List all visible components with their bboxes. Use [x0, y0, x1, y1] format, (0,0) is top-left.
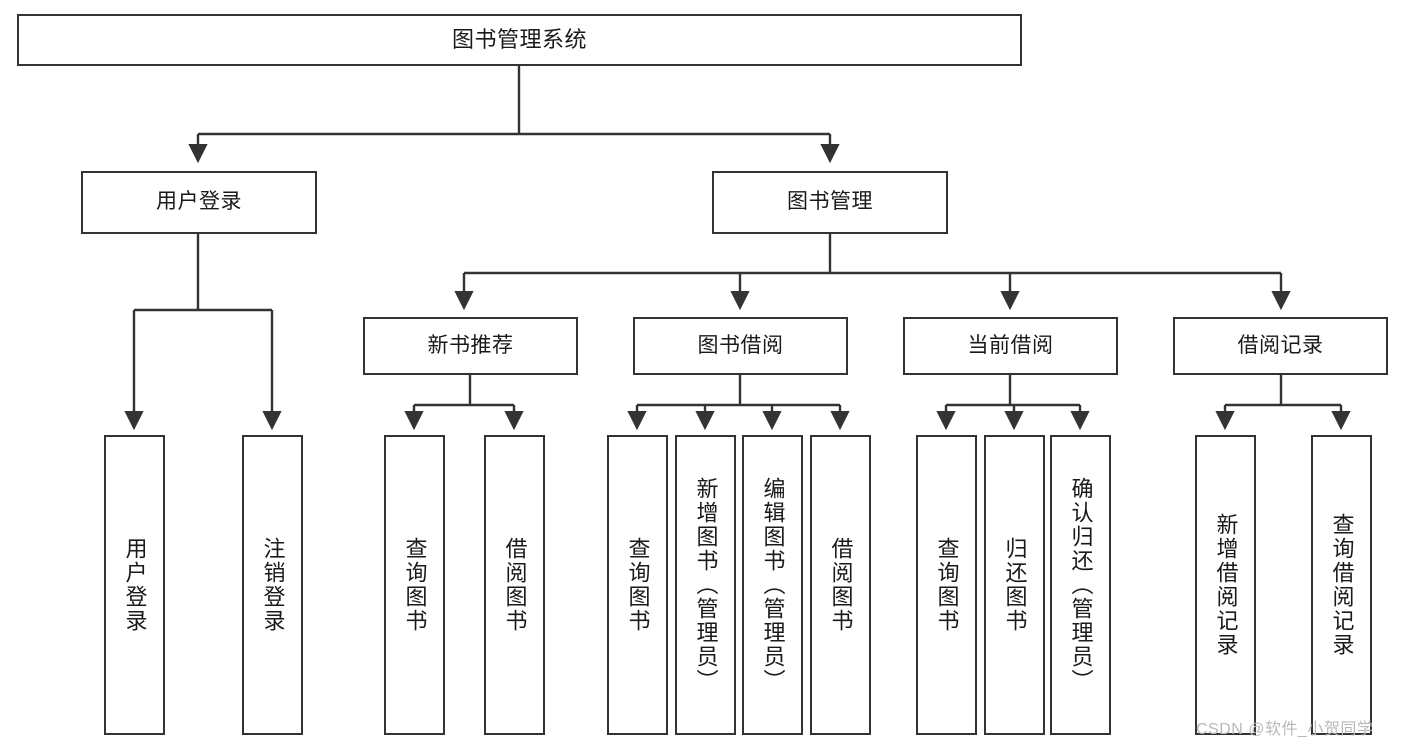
leaf-add-borrow-record[interactable]: 新增借阅记录	[1195, 435, 1256, 735]
leaf-borrow-book-recommend[interactable]: 借阅图书	[484, 435, 545, 735]
leaf-borrow-book[interactable]: 借阅图书	[810, 435, 871, 735]
node-label: 新增图书（管理员）	[693, 477, 719, 693]
node-label: 用户登录	[122, 537, 148, 633]
leaf-query-book-recommend[interactable]: 查询图书	[384, 435, 445, 735]
leaf-edit-book-admin[interactable]: 编辑图书（管理员）	[742, 435, 803, 735]
node-label: 新书推荐	[427, 333, 514, 357]
node-label: 用户登录	[156, 190, 242, 214]
node-label: 编辑图书（管理员）	[760, 477, 786, 693]
node-label: 查询图书	[402, 537, 428, 633]
node-label: 注销登录	[260, 537, 286, 633]
node-book-borrow[interactable]: 图书借阅	[633, 317, 848, 375]
node-label: 查询图书	[934, 537, 960, 633]
node-label: 图书管理系统	[451, 27, 587, 53]
leaf-add-book-admin[interactable]: 新增图书（管理员）	[675, 435, 736, 735]
leaf-query-book-borrow[interactable]: 查询图书	[607, 435, 668, 735]
node-new-book-recommend[interactable]: 新书推荐	[363, 317, 578, 375]
leaf-user-login[interactable]: 用户登录	[104, 435, 165, 735]
node-label: 查询图书	[625, 537, 651, 633]
leaf-logout[interactable]: 注销登录	[242, 435, 303, 735]
node-user-login[interactable]: 用户登录	[81, 171, 317, 234]
node-system-root[interactable]: 图书管理系统	[17, 14, 1022, 66]
node-label: 图书借阅	[697, 333, 784, 357]
leaf-confirm-return-admin[interactable]: 确认归还（管理员）	[1050, 435, 1111, 735]
node-label: 新增借阅记录	[1213, 513, 1239, 657]
leaf-query-borrow-record[interactable]: 查询借阅记录	[1311, 435, 1372, 735]
node-current-borrow[interactable]: 当前借阅	[903, 317, 1118, 375]
node-borrow-record[interactable]: 借阅记录	[1173, 317, 1388, 375]
node-label: 当前借阅	[967, 333, 1054, 357]
node-label: 图书管理	[787, 190, 873, 214]
watermark-text: CSDN @软件_小贺同学	[1196, 721, 1374, 738]
node-label: 借阅记录	[1237, 333, 1324, 357]
node-book-management[interactable]: 图书管理	[712, 171, 948, 234]
node-label: 借阅图书	[828, 537, 854, 633]
node-label: 确认归还（管理员）	[1068, 477, 1094, 693]
node-label: 归还图书	[1002, 537, 1028, 633]
node-label: 查询借阅记录	[1329, 513, 1355, 657]
node-label: 借阅图书	[502, 537, 528, 633]
leaf-return-book[interactable]: 归还图书	[984, 435, 1045, 735]
leaf-query-book-current[interactable]: 查询图书	[916, 435, 977, 735]
